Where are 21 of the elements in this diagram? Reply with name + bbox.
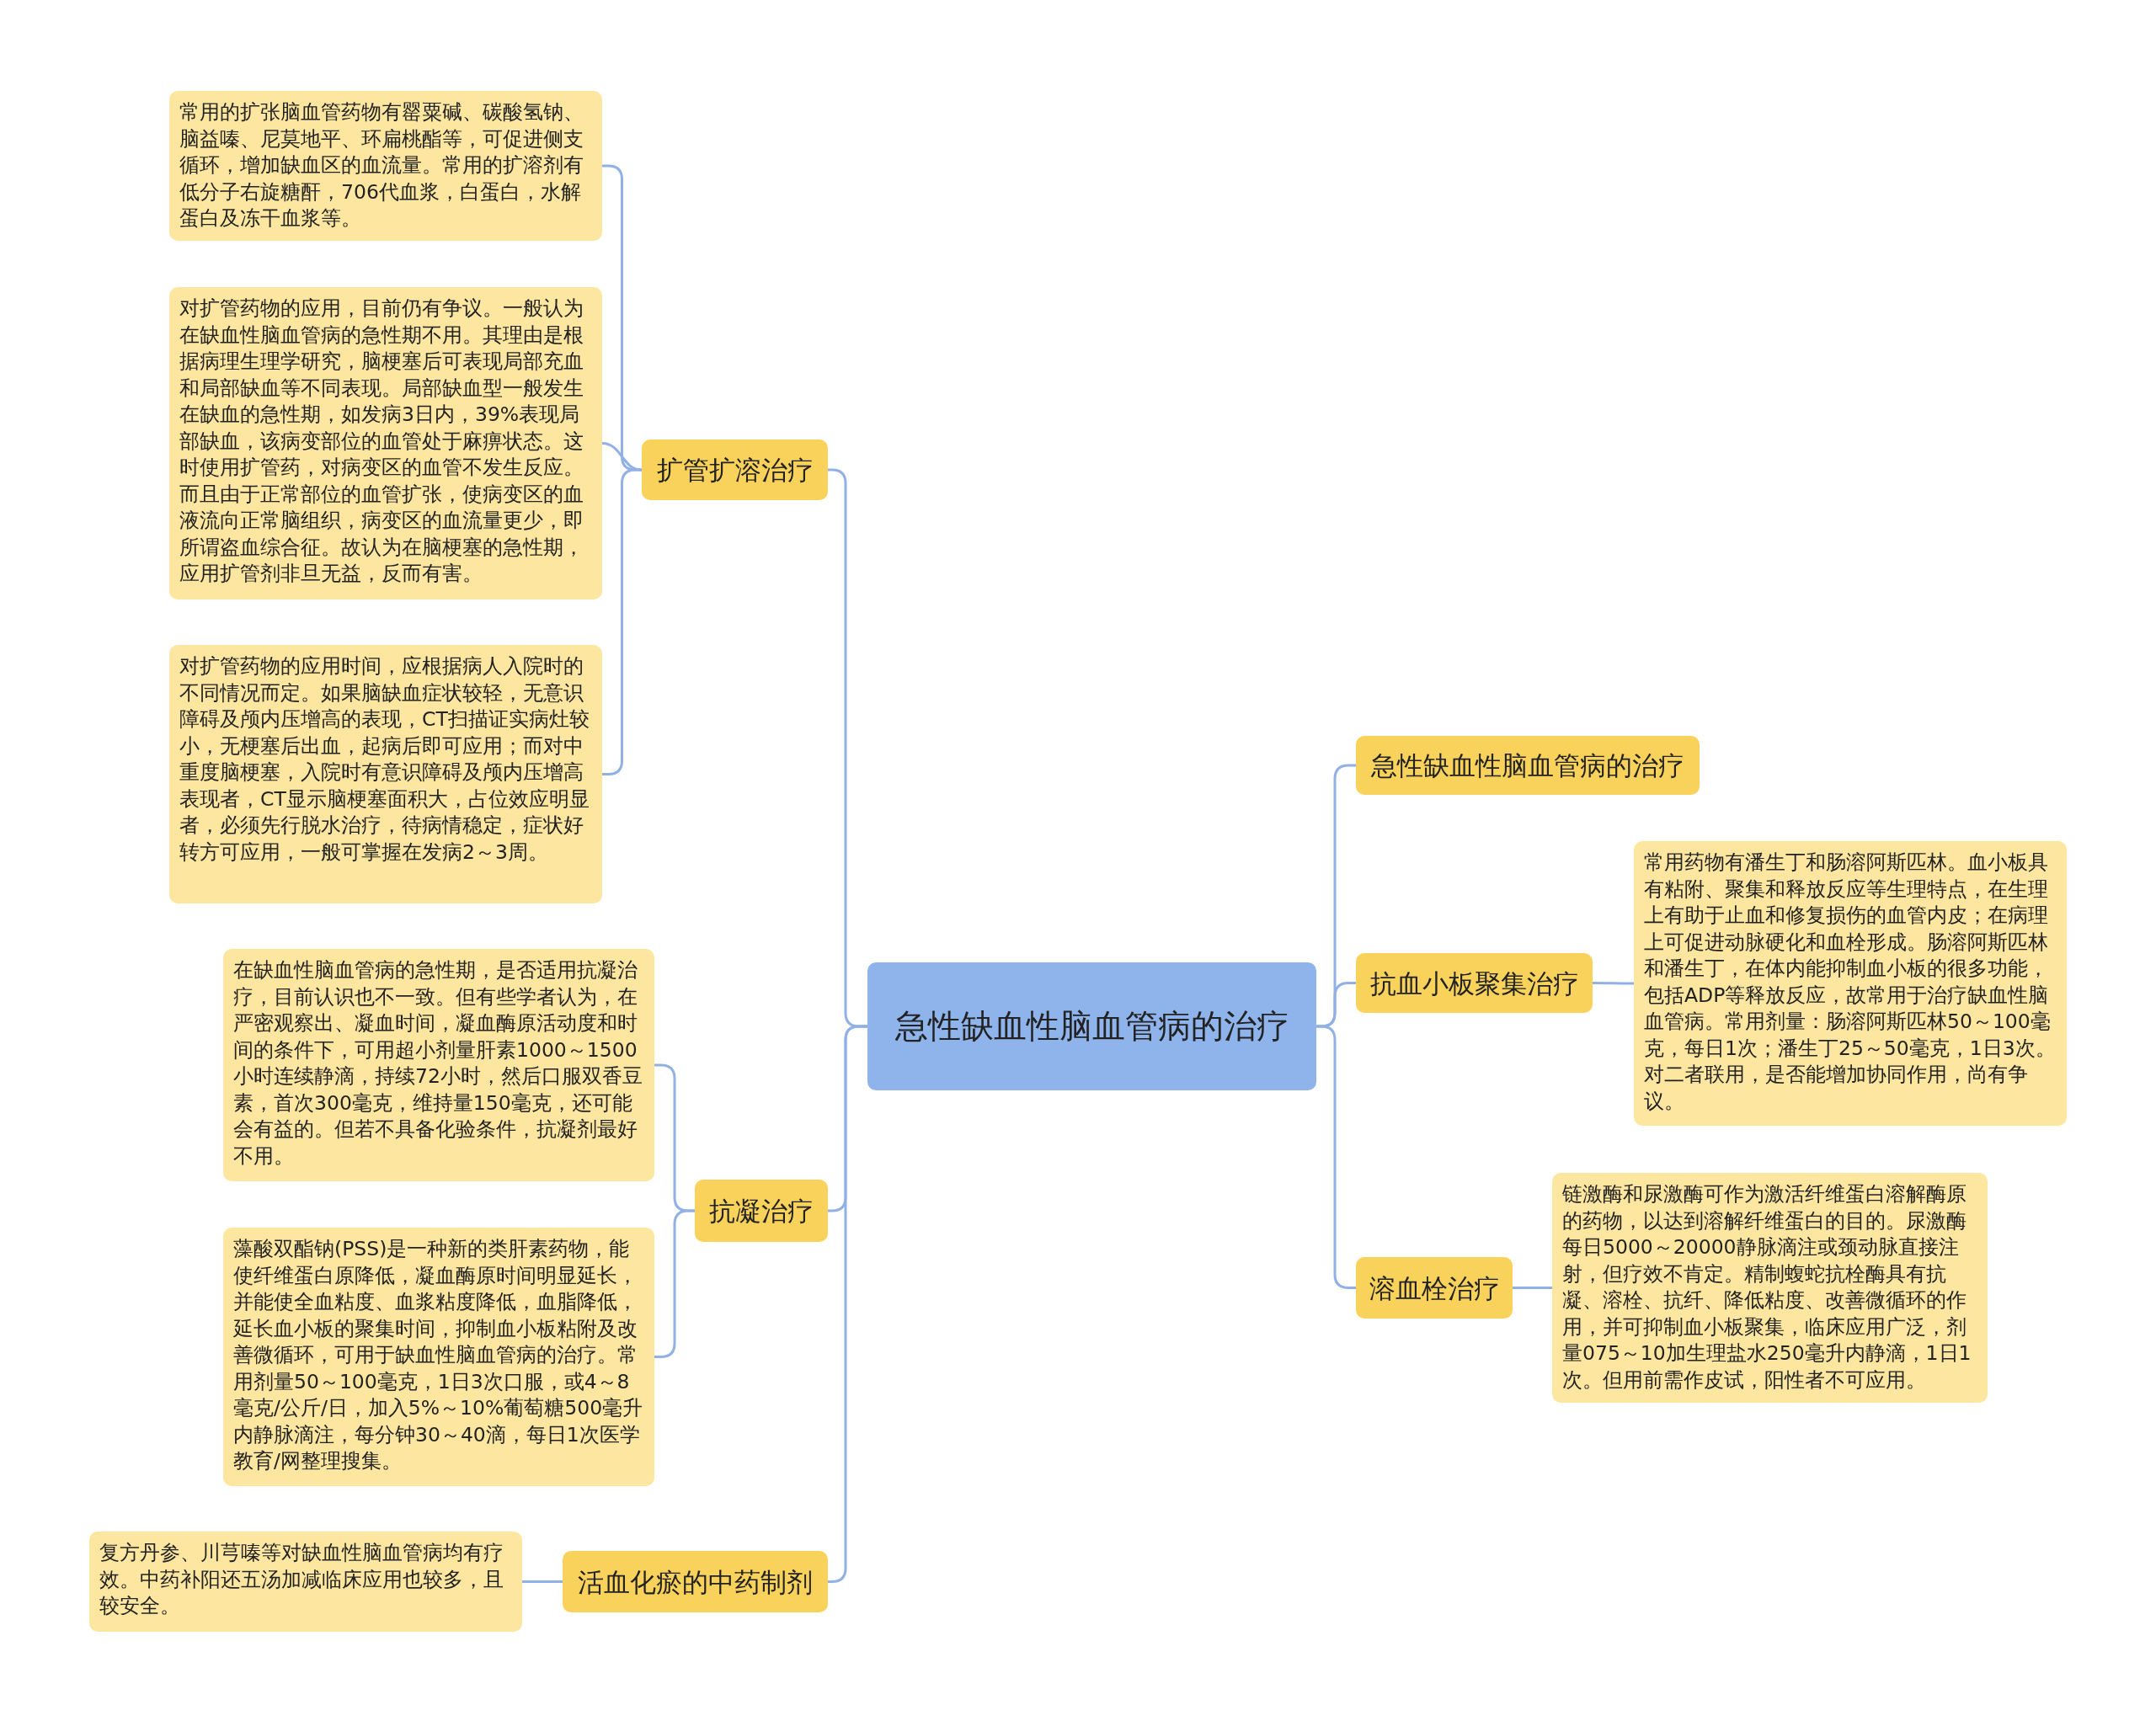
- note-box: 链激酶和尿激酶可作为激活纤维蛋白溶解酶原的药物，以达到溶解纤维蛋白的目的。尿激酶每日5000～20000静脉滴注或颈动脉直接注射，但疗效不肯定。精制蝮蛇抗栓酶具有抗凝、溶栓、抗纤、降低粘度、改善微循环的作用，并可抑制血小板聚集，临床应用广泛，剂量075～10加生理盐水250毫升内静滴，1日1次。但用前需作皮试，阳性者不可应用。: [1552, 1173, 1988, 1403]
- connector-line: [1593, 982, 1634, 985]
- topic-box: 抗血小板聚集治疗: [1356, 953, 1593, 1013]
- topic-box: 抗凝治疗: [695, 1180, 828, 1242]
- note-box: 常用的扩张脑血管药物有罂粟碱、碳酸氢钠、脑益嗪、尼莫地平、环扁桃酯等，可促进侧支循环，增加缺血区的血流量。常用的扩溶剂有低分子右旋糖酐，706代血浆，白蛋白，水解蛋白及冻干血浆等。: [169, 91, 602, 241]
- topic-box: 活血化瘀的中药制剂: [563, 1551, 828, 1612]
- connector-line: [654, 1209, 695, 1358]
- note-box: 对扩管药物的应用，目前仍有争议。一般认为在缺血性脑血管病的急性期不用。其理由是根据病理生理学研究，脑梗塞后可表现局部充血和局部缺血等不同表现。局部缺血型一般发生在缺血的急性期，如发病3日内，39%表现局部缺血，该病变部位的血管处于麻痹状态。这时使用扩管药，对病变区的血管不发生反应。而且由于正常部位的血管扩张，使病变区的血液流向正常脑组织，病变区的血流量更少，即所谓盗血综合征。故认为在脑梗塞的急性期，应用扩管剂非旦无益，反而有害。: [169, 287, 602, 599]
- topic-box: 扩管扩溶治疗: [642, 440, 828, 500]
- topic-box: 急性缺血性脑血管病的治疗: [1356, 736, 1700, 795]
- connector-line: [1513, 1287, 1552, 1289]
- topic-box: 溶血栓治疗: [1356, 1257, 1513, 1319]
- note-box: 对扩管药物的应用时间，应根据病人入院时的不同情况而定。如果脑缺血症状较轻，无意识障碍及颅内压增高的表现，CT扫描证实病灶较小，无梗塞后出血，起病后即可应用；而对中重度脑梗塞，入院时有意识障碍及颅内压增高表现者，CT显示脑梗塞面积大，占位效应明显者，必须先行脱水治疗，待病情稳定，症状好转方可应用，一般可掌握在发病2～3周。: [169, 645, 602, 903]
- note-box: 藻酸双酯钠(PSS)是一种新的类肝素药物，能使纤维蛋白原降低，凝血酶原时间明显延长，并能使全血粘度、血浆粘度降低，血脂降低，延长血小板的聚集时间，抑制血小板粘附及改善微循环，可用于缺血性脑血管病的治疗。常用剂量50～100毫克，1日3次口服，或4～8毫克/公斤/日，加入5%～10%葡萄糖500毫升内静脉滴注，每分钟30～40滴，每日1次医学教育/网整理搜集。: [223, 1228, 654, 1486]
- note-box: 常用药物有潘生丁和肠溶阿斯匹林。血小板具有粘附、聚集和释放反应等生理特点，在生理上有助于止血和修复损伤的血管内皮；在病理上可促进动脉硬化和血栓形成。肠溶阿斯匹林和潘生丁，在体内能抑制血小板的很多功能，包括ADP等释放反应，故常用于治疗缺血性脑血管病。常用剂量：肠溶阿斯匹林50～100毫克，每日1次；潘生丁25～50毫克，1日3次。对二者联用，是否能增加协同作用，尚有争议。: [1634, 841, 2067, 1126]
- connector-line: [522, 1580, 563, 1583]
- connector-line: [602, 468, 642, 775]
- note-box: 复方丹参、川芎嗪等对缺血性脑血管病均有疗效。中药补阳还五汤加减临床应用也较多，且较安全。: [89, 1532, 522, 1632]
- central-topic-box: 急性缺血性脑血管病的治疗: [867, 962, 1316, 1090]
- connector-line: [601, 442, 643, 472]
- note-box: 在缺血性脑血管病的急性期，是否适用抗凝治疗，目前认识也不一致。但有些学者认为，在严密观察出、凝血时间，凝血酶原活动度和时间的条件下，可用超小剂量肝素1000～1500小时连续静滴，持续72小时，然后口服双香豆素，首次300毫克，维持量150毫克，还可能会有益的。但若不具备化验条件，抗凝剂最好不用。: [223, 949, 654, 1181]
